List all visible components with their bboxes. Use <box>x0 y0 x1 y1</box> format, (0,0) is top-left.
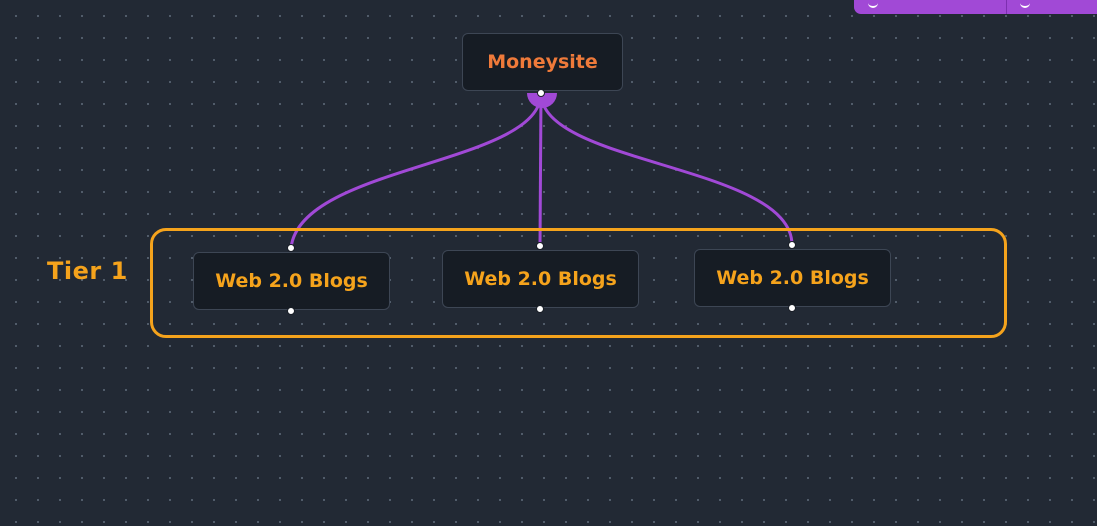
node-moneysite-label: Moneysite <box>487 51 598 73</box>
node-moneysite[interactable]: Moneysite <box>462 33 623 91</box>
node-moneysite-source-handle[interactable] <box>537 89 545 97</box>
node-web2-blogs-1-source-handle[interactable] <box>287 307 295 315</box>
node-web2-blogs-1-target-handle[interactable] <box>287 244 295 252</box>
root-source-connector[interactable] <box>527 93 557 108</box>
node-web2-blogs-3[interactable]: Web 2.0 Blogs <box>694 249 891 307</box>
canvas-toolbar[interactable] <box>854 0 1097 14</box>
tier-group-box[interactable] <box>150 228 1007 338</box>
node-web2-blogs-2-label: Web 2.0 Blogs <box>464 268 617 290</box>
tier-group-label: Tier 1 <box>47 257 128 285</box>
edge-moneysite-to-blog-1[interactable] <box>289 92 543 249</box>
toolbar-divider <box>1006 0 1007 14</box>
edge-moneysite-to-blog-3[interactable] <box>539 92 794 246</box>
node-web2-blogs-1[interactable]: Web 2.0 Blogs <box>193 252 390 310</box>
toolbar-brush-icon[interactable] <box>1020 0 1030 8</box>
edge-moneysite-to-blog-2[interactable] <box>538 92 543 247</box>
node-web2-blogs-2-target-handle[interactable] <box>536 242 544 250</box>
node-web2-blogs-3-target-handle[interactable] <box>788 241 796 249</box>
node-web2-blogs-2[interactable]: Web 2.0 Blogs <box>442 250 639 308</box>
node-web2-blogs-3-source-handle[interactable] <box>788 304 796 312</box>
node-web2-blogs-1-label: Web 2.0 Blogs <box>215 270 368 292</box>
toolbar-tool-icon[interactable] <box>868 0 878 8</box>
node-web2-blogs-3-label: Web 2.0 Blogs <box>716 267 869 289</box>
node-web2-blogs-2-source-handle[interactable] <box>536 305 544 313</box>
